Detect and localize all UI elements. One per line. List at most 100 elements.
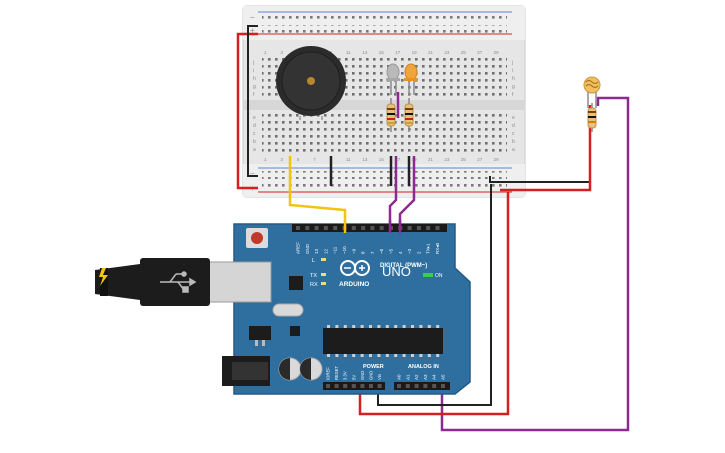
uno-label: UNO <box>382 264 411 279</box>
digital-pin[interactable] <box>296 226 300 230</box>
led-icon[interactable] <box>386 63 400 95</box>
digital-pin-label: ~11 <box>333 246 338 254</box>
digital-pin-label: 4 <box>398 251 403 254</box>
row-letter: f <box>253 92 255 98</box>
digital-header[interactable] <box>292 224 447 232</box>
column-number: 21 <box>428 50 434 55</box>
digital-pin[interactable] <box>370 226 375 230</box>
column-number: 1 <box>264 50 267 55</box>
digital-pin[interactable] <box>314 226 319 230</box>
rail-plus-top: + <box>250 26 255 35</box>
chip-pin <box>402 354 406 357</box>
red-wire-5v[interactable] <box>358 192 510 416</box>
analog-pin[interactable] <box>397 384 401 388</box>
rail-minus-bottom: − <box>250 169 255 178</box>
power-pin[interactable] <box>326 384 330 388</box>
chip-pin <box>377 354 381 357</box>
usb-cable[interactable] <box>95 258 272 306</box>
digital-pin[interactable] <box>361 226 366 230</box>
digital-pin-label: 7 <box>370 251 375 254</box>
chip-pin <box>360 354 364 357</box>
buzzer-icon[interactable] <box>276 46 346 120</box>
analog-pin-label: A5 <box>441 374 446 380</box>
purple-wire-ldr[interactable] <box>440 96 630 432</box>
power-led <box>423 273 433 277</box>
red-wire-ldr[interactable] <box>500 105 592 192</box>
digital-pin-label: 8 <box>361 251 366 254</box>
column-number: 17 <box>395 50 401 55</box>
chip-pin <box>343 325 347 328</box>
power-label: POWER <box>363 364 384 370</box>
digital-pin[interactable] <box>351 226 356 230</box>
chip-pin <box>335 354 339 357</box>
chip-pin <box>436 354 440 357</box>
row-letter: g <box>512 84 515 90</box>
column-number: 21 <box>428 157 434 162</box>
power-pin[interactable] <box>360 384 365 388</box>
analog-pin[interactable] <box>414 384 419 388</box>
digital-pin-label: ~3 <box>407 248 412 254</box>
column-number: 7 <box>313 157 316 162</box>
row-letter: b <box>512 139 515 145</box>
digital-pin-label: 12 <box>323 248 328 254</box>
small-chip <box>290 326 300 336</box>
digital-pin[interactable] <box>407 226 412 230</box>
digital-pin[interactable] <box>379 226 384 230</box>
digital-pin[interactable] <box>323 226 328 230</box>
tx-label: TX <box>310 273 317 279</box>
row-letter: i <box>253 68 254 74</box>
analog-pin[interactable] <box>432 384 437 388</box>
purple-wire-d5[interactable] <box>388 156 398 232</box>
analog-pin-label: A3 <box>423 374 428 380</box>
black-wire-left-rail[interactable] <box>247 25 258 177</box>
digital-pin[interactable] <box>416 226 421 230</box>
column-number: 15 <box>379 50 385 55</box>
power-pin[interactable] <box>334 384 339 388</box>
analog-pin-label: A2 <box>414 374 419 380</box>
column-number: 11 <box>346 157 351 162</box>
power-pin[interactable] <box>369 384 373 388</box>
power-pin-label: GND <box>360 371 365 380</box>
column-number: 25 <box>461 50 467 55</box>
regulator <box>249 326 271 340</box>
power-pin-label: RESET <box>334 366 339 380</box>
chip-pin <box>419 354 423 357</box>
resistor-icon[interactable] <box>386 98 396 132</box>
digital-pin[interactable] <box>305 226 310 230</box>
analog-pin-label: A0 <box>397 374 402 380</box>
photoresistor-icon[interactable] <box>583 76 601 108</box>
usb-chip <box>289 276 303 290</box>
resistor-icon[interactable] <box>587 103 597 132</box>
analog-pin[interactable] <box>423 384 428 388</box>
analog-header[interactable] <box>394 382 450 390</box>
power-pin-label: IOREF <box>326 367 331 380</box>
resistor-icon[interactable] <box>404 98 414 132</box>
digital-pin[interactable] <box>426 226 431 230</box>
row-letter: c <box>253 131 256 137</box>
column-number: 15 <box>379 157 385 162</box>
column-number: 3 <box>280 157 283 162</box>
power-pin[interactable] <box>343 384 348 388</box>
chip-pin <box>436 325 440 328</box>
power-pin[interactable] <box>377 384 382 388</box>
chip-pin <box>394 325 398 328</box>
digital-label: DIGITAL (PWM~) <box>380 263 427 269</box>
digital-pin-label: ~10 <box>342 246 347 254</box>
column-number: 17 <box>395 157 401 162</box>
capacitor-icon <box>278 357 302 381</box>
digital-pin-label: RX◂0 <box>435 242 440 254</box>
digital-pin[interactable] <box>333 226 338 230</box>
analog-pin[interactable] <box>405 384 410 388</box>
analog-pin[interactable] <box>441 384 445 388</box>
led-icon[interactable] <box>404 63 418 95</box>
column-number: 27 <box>477 50 483 55</box>
row-letter: d <box>253 123 256 129</box>
power-pin[interactable] <box>351 384 356 388</box>
chip-pin <box>335 325 339 328</box>
digital-pin[interactable] <box>435 226 440 230</box>
column-number: 13 <box>362 50 368 55</box>
chip-pin <box>369 325 372 328</box>
chip-pin <box>352 354 356 357</box>
